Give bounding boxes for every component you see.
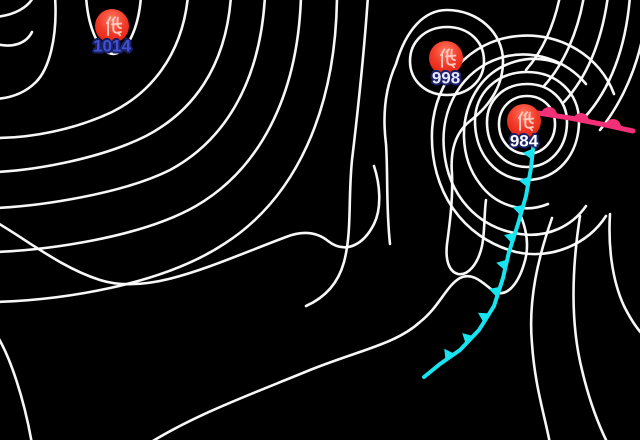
low-kanji-icon — [439, 47, 456, 68]
pressure-value-1014: 1014 — [93, 36, 131, 56]
low-pressure-marker-1014 — [95, 9, 129, 43]
low-pressure-marker-984 — [507, 104, 541, 138]
low-kanji-icon — [105, 15, 122, 36]
low-kanji-icon — [517, 110, 534, 131]
low-pressure-marker-998 — [429, 41, 463, 75]
pressure-value-984: 984 — [509, 131, 539, 151]
pressure-value-998: 998 — [431, 68, 461, 88]
